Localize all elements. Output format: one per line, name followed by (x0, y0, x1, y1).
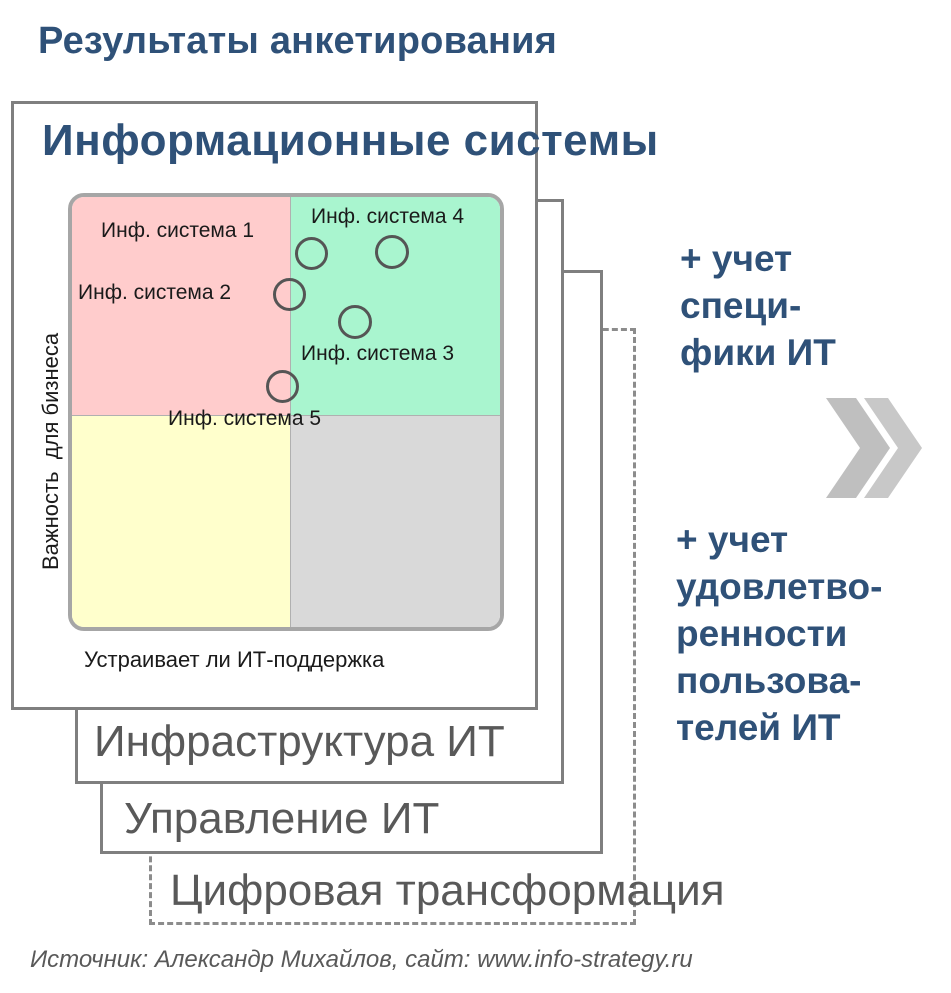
note-it-specifics: + учет специ- фики ИТ (680, 235, 836, 376)
note-line: специ- (680, 285, 802, 326)
card-main-title: Информационные системы (42, 116, 659, 165)
quadrant-bottom-right (290, 415, 500, 627)
quadrant-bottom-left (72, 415, 290, 627)
point-marker-system-5 (266, 370, 299, 403)
page-title: Результаты анкетирования (38, 20, 558, 62)
note-line: ренности (676, 613, 848, 654)
point-marker-system-1 (295, 237, 328, 270)
point-label-system-5: Инф. система 5 (168, 407, 322, 430)
y-axis-label: Важность для бизнеса (38, 332, 63, 570)
double-chevron-right-icon (826, 398, 922, 498)
quadrant-divider-vertical (290, 197, 291, 627)
point-label-system-3: Инф. система 3 (301, 342, 455, 365)
note-line: пользова- (676, 660, 862, 701)
note-line: фики ИТ (680, 332, 836, 373)
point-marker-system-4 (375, 235, 409, 269)
x-axis-label: Устраивает ли ИТ-поддержка (84, 647, 385, 672)
quadrant-matrix (68, 193, 504, 631)
note-line: удовлетво- (676, 566, 883, 607)
point-marker-system-3 (338, 305, 372, 339)
note-line: + учет (680, 238, 793, 279)
quadrant-divider-horizontal (72, 415, 500, 416)
card-label-infrastructure: Инфраструктура ИТ (94, 717, 505, 766)
card-label-management: Управление ИТ (124, 794, 440, 843)
card-label-digital: Цифровая трансформация (170, 866, 725, 915)
note-line: + учет (676, 519, 789, 560)
point-label-system-1: Инф. система 1 (101, 219, 255, 242)
source-attribution: Источник: Александр Михайлов, сайт: www.… (30, 946, 693, 973)
note-line: телей ИТ (676, 707, 841, 748)
point-label-system-4: Инф. система 4 (311, 205, 465, 228)
quadrant-top-left (72, 197, 290, 415)
point-label-system-2: Инф. система 2 (78, 281, 232, 304)
point-marker-system-2 (273, 278, 306, 311)
note-user-satisfaction: + учет удовлетво- ренности пользова- тел… (676, 516, 882, 751)
quadrant-top-right (290, 197, 500, 415)
